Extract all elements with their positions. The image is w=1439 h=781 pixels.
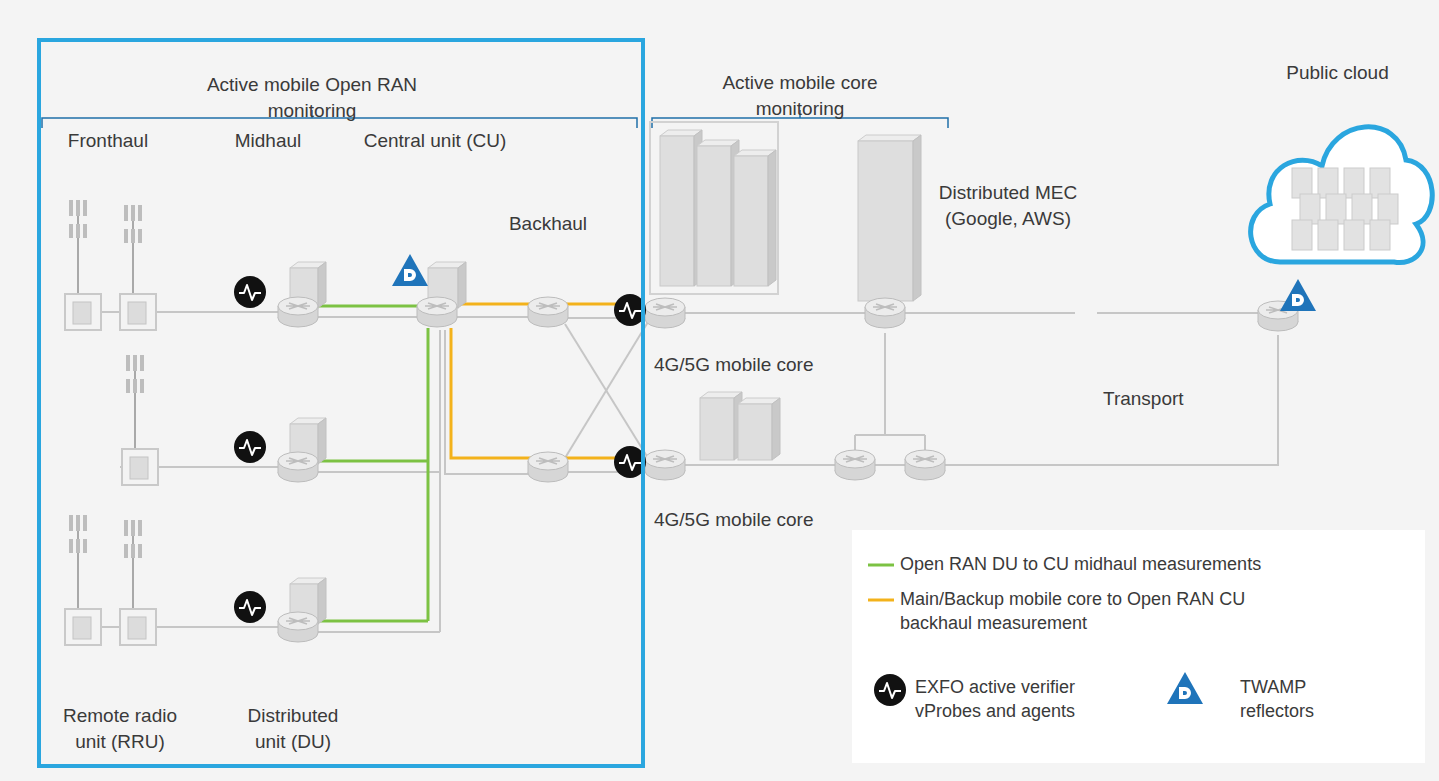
cloud-node: Public cloud: [1250, 45, 1429, 335]
network-link: [830, 335, 1278, 465]
node-label: 4G/5G mobile core: [654, 352, 826, 378]
server-rack: [738, 398, 780, 460]
node-label: Active mobile Open RAN monitoring: [192, 72, 432, 123]
router-icon: [528, 452, 568, 482]
probe-icon: [234, 431, 266, 463]
probe-icon: [234, 591, 266, 623]
legend-text: TWAMP reflectors: [1240, 675, 1350, 724]
diagram-label: Transport: [1103, 386, 1203, 412]
router-icon: [278, 297, 318, 327]
server-rack: [660, 130, 702, 286]
server-rack: [700, 392, 742, 460]
cloud-server: [1344, 220, 1364, 250]
legend-text: Open RAN DU to CU midhaul measurements: [900, 552, 1380, 576]
diagram-label: Remote radio unit (RRU): [50, 703, 190, 754]
diagram-label: Fronthaul: [48, 128, 168, 154]
diagram-label: Distributed unit (DU): [233, 703, 353, 754]
legend-twamp-icon: [1167, 672, 1203, 704]
probe-icon: [234, 276, 266, 308]
router-icon: [417, 297, 457, 327]
node-label: Public cloud: [1250, 60, 1425, 86]
node-label: 4G/5G mobile core: [654, 507, 826, 533]
server-rack: [858, 135, 921, 301]
diagram-label: Central unit (CU): [345, 128, 525, 154]
legend-line-sample: [868, 600, 894, 601]
router-icon: [278, 612, 318, 642]
node-label: Distributed MEC (Google, AWS): [923, 180, 1093, 231]
server-frame: [650, 122, 778, 294]
legend-probe-icon: [874, 674, 906, 706]
network-link: [1097, 312, 1250, 314]
router-icon: [905, 450, 945, 480]
server-rack: [697, 140, 739, 286]
router-icon: [645, 450, 685, 480]
cell-tower: [120, 205, 156, 330]
mobile-core-node: 4G/5G mobile core: [650, 443, 830, 538]
mobile-core-node: 4G/5G mobile core: [650, 292, 830, 382]
router-icon: [645, 298, 685, 328]
cloud-server: [1318, 220, 1338, 250]
diagram-label: Backhaul: [493, 211, 603, 237]
router-icon: [865, 298, 905, 328]
network-link: [830, 312, 862, 314]
router-icon: [528, 297, 568, 327]
cloud-server: [1370, 220, 1390, 250]
cell-tower: [65, 200, 101, 330]
twamp-reflector-icon: [1280, 279, 1316, 311]
cell-tower: [65, 515, 101, 645]
twamp-reflector-icon: [392, 254, 428, 286]
legend-box: Open RAN DU to CU midhaul measurementsMa…: [852, 530, 1425, 763]
server-rack: [734, 150, 776, 286]
cell-tower: [122, 355, 158, 485]
router-icon: [835, 450, 875, 480]
cell-tower: [120, 520, 156, 645]
router-icon: [278, 452, 318, 482]
diagram-label: Active mobile core monitoring: [700, 70, 900, 121]
legend-line-sample: [868, 565, 894, 566]
legend-text: Main/Backup mobile core to Open RAN CU b…: [900, 587, 1260, 636]
cloud-server: [1292, 220, 1312, 250]
mec-node: Distributed MEC (Google, AWS): [862, 175, 1097, 335]
legend-text: EXFO active verifier vProbes and agents: [915, 675, 1095, 724]
diagram-label: Midhaul: [208, 128, 328, 154]
